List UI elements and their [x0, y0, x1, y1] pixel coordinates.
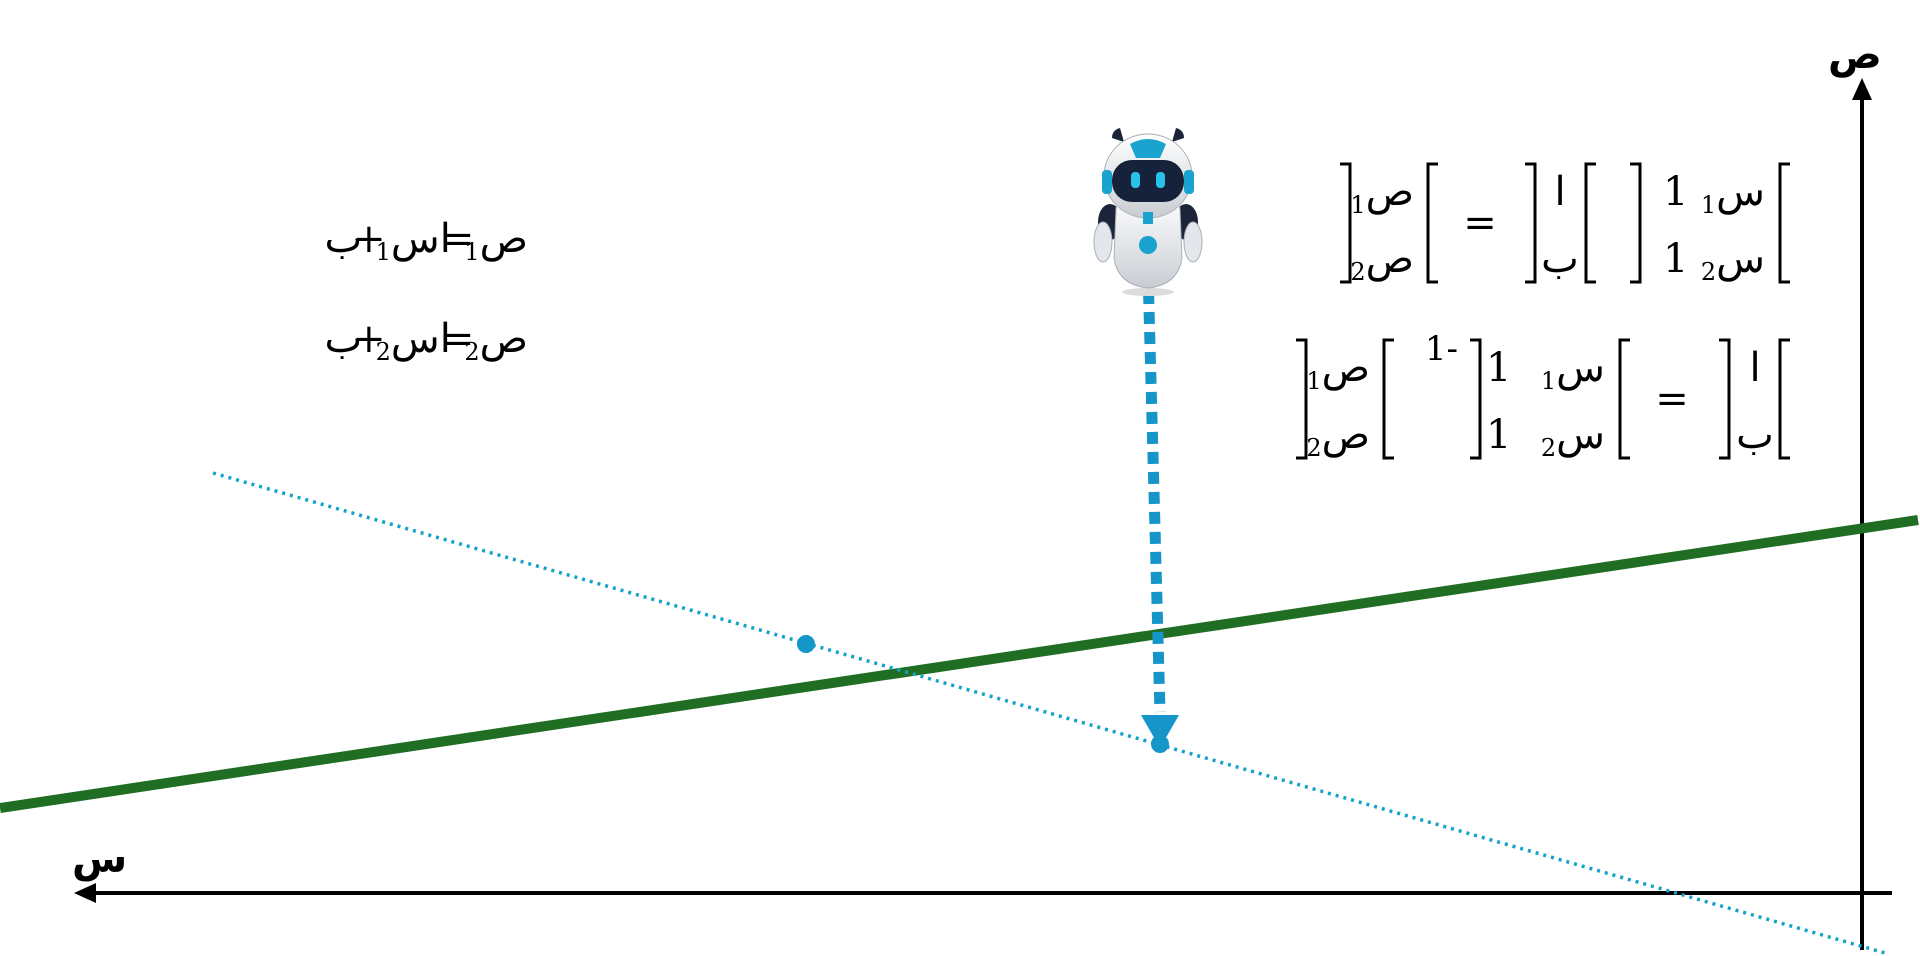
x-axis-arrowhead — [74, 883, 96, 903]
x-axis-label: س — [72, 836, 127, 882]
svg-text:2س: 2س — [1541, 412, 1605, 462]
svg-text:ب: ب — [1541, 236, 1579, 282]
svg-text:ا: ا — [1749, 345, 1760, 391]
fitted-line — [0, 515, 1919, 813]
svg-text:1: 1 — [1486, 345, 1511, 391]
data-point-1 — [797, 635, 815, 653]
svg-text:ص1: ص1 — [1306, 345, 1370, 395]
svg-text:ص2: ص2 — [1306, 412, 1370, 462]
svg-text:ب: ب — [1736, 412, 1774, 458]
robot-dashed-arrow — [1142, 271, 1166, 713]
svg-text:ص2: ص2 — [1350, 236, 1414, 286]
matrix-equation-1: 1س 1 2س 1 ا ب = ص1 ص2 — [1340, 162, 1790, 286]
svg-text:1: 1 — [1663, 236, 1688, 282]
y-axis-label: ص — [1828, 32, 1882, 78]
svg-text:1: 1 — [1486, 412, 1511, 458]
robot-icon — [1093, 128, 1203, 296]
svg-text:1: 1 — [1663, 169, 1688, 215]
equation-2: ص2=اس2+ب — [324, 316, 528, 366]
svg-text:ص1: ص1 — [1350, 169, 1414, 219]
equation-1: ص1=اس1+ب — [324, 216, 528, 266]
matrix-equation-2: ا ب = 1س 1 2س 1 1- ص1 ص2 — [1296, 329, 1790, 462]
svg-text:2س: 2س — [1701, 236, 1765, 286]
svg-text:1س: 1س — [1541, 345, 1605, 395]
svg-text:=: = — [1655, 376, 1689, 422]
svg-text:ا: ا — [1554, 169, 1565, 215]
svg-text:=: = — [1463, 200, 1497, 246]
svg-text:1-: 1- — [1425, 329, 1458, 369]
svg-text:1س: 1س — [1701, 169, 1765, 219]
y-axis-arrowhead — [1852, 78, 1872, 100]
robot-arrowhead — [1141, 715, 1179, 748]
dotted-line — [212, 471, 1886, 955]
